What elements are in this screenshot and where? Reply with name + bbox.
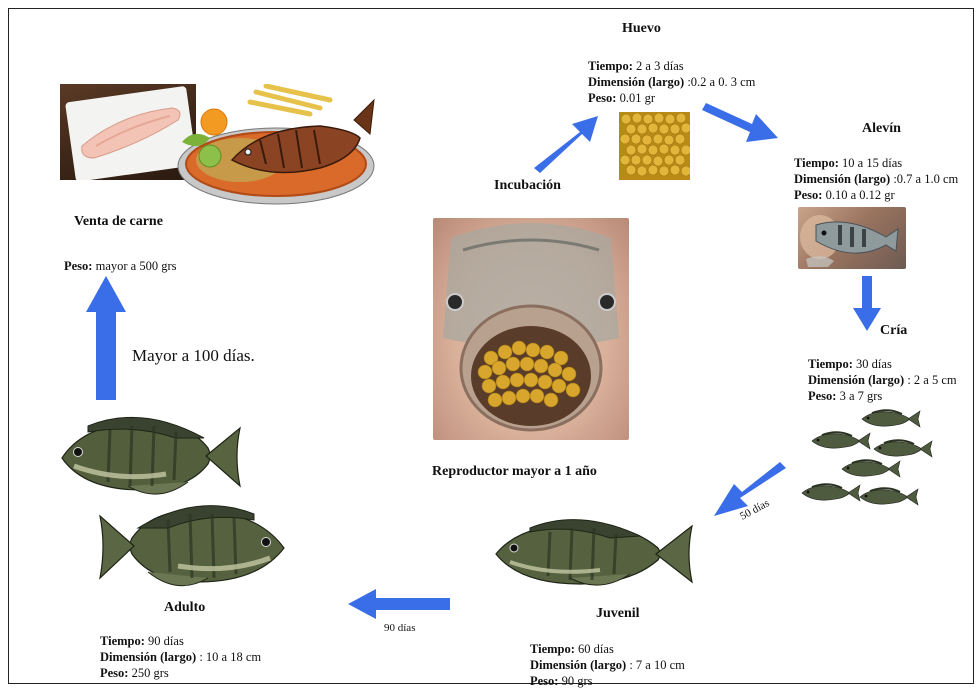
arrow-adulto-to-venta: [84, 276, 128, 400]
stage-title-juvenil: Juvenil: [596, 606, 640, 622]
stage-title-venta: Venta de carne: [74, 214, 163, 230]
fish-icon-adulto-bottom: [98, 500, 288, 596]
stage-info-huevo: Tiempo: 2 a 3 días Dimensión (largo) :0.…: [588, 58, 755, 106]
fry-icon: [798, 207, 906, 269]
arrow-alevin-to-cria: [852, 276, 882, 332]
label-incubacion: Incubación: [494, 178, 561, 194]
arrow-huevo-to-alevin: [700, 100, 780, 146]
eggs-icon: [619, 112, 690, 180]
stage-title-adulto: Adulto: [164, 600, 205, 616]
stage-title-alevin: Alevín: [862, 121, 901, 137]
stage-info-alevin: Tiempo: 10 a 15 días Dimensión (largo) :…: [794, 155, 958, 203]
label-mayor-100-dias: Mayor a 100 días.: [132, 346, 255, 366]
arrow-incubacion-to-huevo: [530, 112, 605, 174]
stage-title-cria: Cría: [880, 323, 907, 339]
label-90-dias: 90 días: [384, 622, 415, 634]
stage-info-juvenil: Tiempo: 60 días Dimensión (largo) : 7 a …: [530, 641, 685, 689]
label-reproductor: Reproductor mayor a 1 año: [432, 464, 597, 480]
mouth-brooding-icon: [433, 218, 629, 440]
stage-title-huevo: Huevo: [622, 21, 661, 37]
arrow-juvenil-to-adulto: [346, 588, 450, 620]
stage-info-venta: Peso: mayor a 500 grs: [64, 258, 176, 274]
stage-info-adulto: Tiempo: 90 días Dimensión (largo) : 10 a…: [100, 633, 261, 681]
fish-icon-juvenil: [490, 514, 696, 594]
stage-info-cria: Tiempo: 30 días Dimensión (largo) : 2 a …: [808, 356, 957, 404]
plate-icon: [170, 84, 376, 208]
fish-school-icon: [796, 405, 936, 523]
fish-icon-adulto-top: [58, 412, 244, 502]
